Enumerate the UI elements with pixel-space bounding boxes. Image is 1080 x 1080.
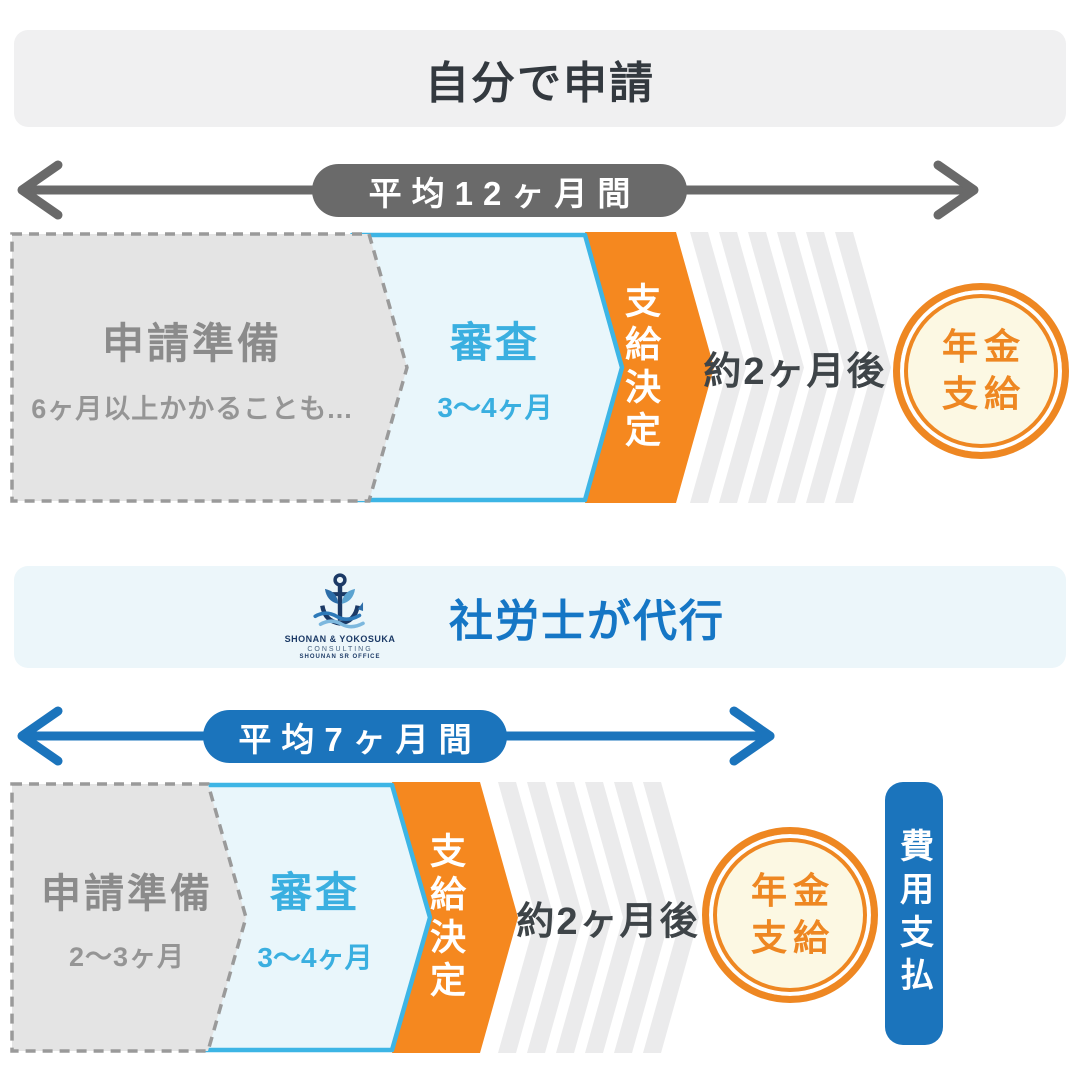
pro-fee-payment-bar: 費用支払 xyxy=(885,782,943,1045)
diy-pension-payment-line1: 年金 xyxy=(941,326,1026,368)
diy-timeline-graphic xyxy=(10,232,891,503)
diy-pension-payment-line2: 支給 xyxy=(941,373,1026,414)
diy-pension-payment-badge: 年金 支給 xyxy=(893,283,1069,459)
pro-duration-arrow xyxy=(17,706,775,766)
diy-wait-label: 約2ヶ月後 xyxy=(703,351,887,393)
diy-duration-pill: 平均12ヶ月間 xyxy=(312,164,687,217)
pro-pension-payment-line1: 年金 xyxy=(750,870,835,912)
diy-stripes xyxy=(690,232,891,503)
logo-office-text: SHOUNAN SR OFFICE xyxy=(299,654,381,661)
diy-prep-note: 6ヶ月以上かかることも... xyxy=(31,393,353,424)
pro-section-header: SHONAN & YOKOSUKA CONSULTING SHOUNAN SR … xyxy=(14,566,1066,668)
company-logo: SHONAN & YOKOSUKA CONSULTING SHOUNAN SR … xyxy=(265,572,415,662)
pro-wait-label: 約2ヶ月後 xyxy=(516,901,700,943)
pro-prep-step: 申請準備 2〜3ヶ月 xyxy=(12,782,242,1053)
pro-prep-label: 申請準備 xyxy=(41,872,213,916)
pro-review-step: 審査 3〜4ヶ月 xyxy=(215,782,415,1053)
pro-prep-note: 2〜3ヶ月 xyxy=(68,942,186,972)
pro-review-label: 審査 xyxy=(269,869,360,916)
logo-company-name: SHONAN & YOKOSUKA xyxy=(284,634,396,645)
diy-review-label: 審査 xyxy=(449,319,540,366)
pro-decision-chevron xyxy=(392,782,518,1053)
diy-prep-step: 申請準備 6ヶ月以上かかることも... xyxy=(12,232,372,503)
diy-section-header: 自分で申請 xyxy=(14,30,1066,127)
diy-prep-box xyxy=(10,232,409,503)
logo-consulting-text: CONSULTING xyxy=(307,645,373,653)
diy-prep-label: 申請準備 xyxy=(101,319,282,367)
diy-decision-chevron xyxy=(585,232,714,503)
pro-timeline-graphic xyxy=(10,782,699,1053)
pro-duration-pill: 平均7ヶ月間 xyxy=(203,710,507,763)
diy-section-title: 自分で申請 xyxy=(425,58,655,108)
diy-review-step: 審査 3〜4ヶ月 xyxy=(375,232,615,503)
diy-decision-label: 支給決定 xyxy=(620,281,661,454)
pro-pension-payment-line2: 支給 xyxy=(750,917,835,958)
pro-section-title: 社労士が代行 xyxy=(449,597,725,646)
pro-review-note: 3〜4ヶ月 xyxy=(257,942,373,973)
pro-decision-label: 支給決定 xyxy=(425,831,466,1004)
pro-stripes xyxy=(498,782,699,1053)
pro-pension-payment-badge: 年金 支給 xyxy=(702,827,878,1003)
anchor-logo-icon xyxy=(313,573,365,629)
diy-review-note: 3〜4ヶ月 xyxy=(437,392,553,423)
pro-prep-box xyxy=(10,782,248,1053)
